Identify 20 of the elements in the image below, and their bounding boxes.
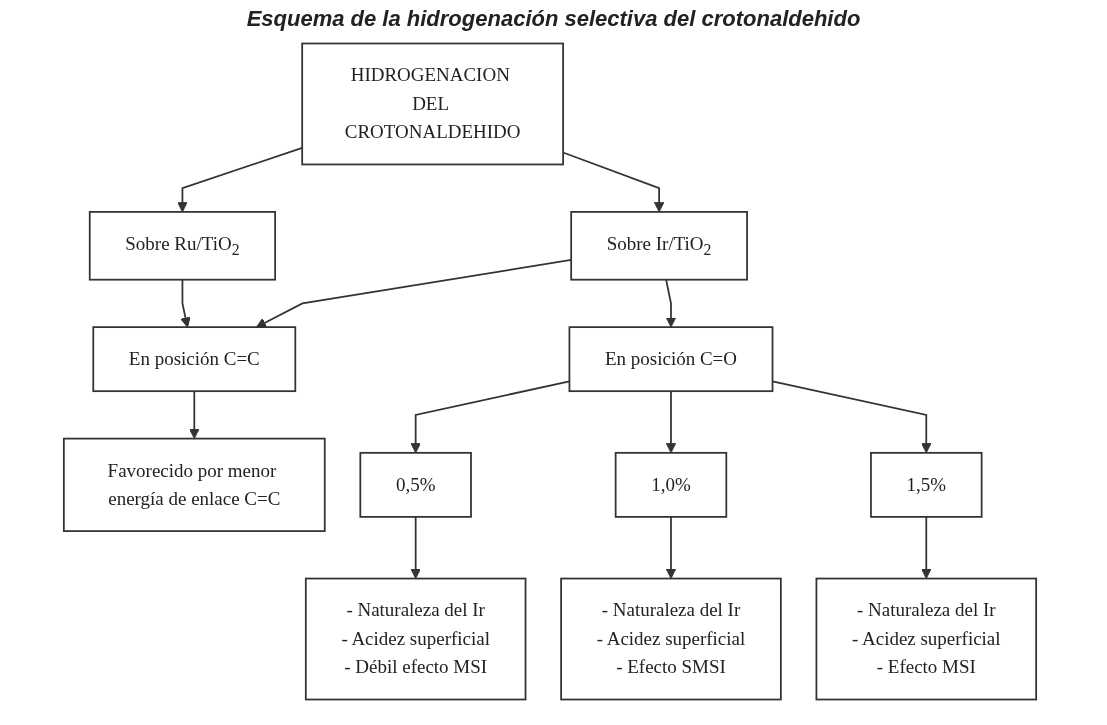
node-box: 1,5% — [870, 451, 983, 518]
node-box: - Naturaleza del Ir - Acidez superficial - Efecto SMSI — [560, 577, 782, 701]
node-box: En posición C=O — [568, 326, 774, 393]
node-box: HIDROGENACION DEL CROTONALDEHIDO — [301, 42, 564, 166]
arrow — [410, 516, 421, 579]
node-box: Sobre Ru/TiO$_{2}$ — [88, 211, 277, 281]
node-box: Sobre Ir/TiO$_{2}$ — [570, 211, 748, 281]
diagram-title: Esquema de la hidrogenación selectiva del crotonaldehido — [245, 6, 862, 32]
arrow — [665, 516, 677, 579]
node-box: 1,0% — [614, 451, 728, 518]
node-box: - Naturaleza del Ir - Acidez superficial - Débil efecto MSI — [304, 577, 527, 701]
node-box: Favorecido por menor energía de enlace C=C — [62, 437, 326, 532]
node-box: - Naturaleza del Ir - Acidez superficial - Efecto MSI — [815, 577, 1038, 701]
arrow — [180, 278, 191, 328]
arrow — [189, 390, 200, 440]
arrow — [665, 390, 677, 454]
node-box: 0,5% — [359, 451, 472, 518]
arrow — [665, 278, 677, 328]
arrow — [921, 516, 932, 579]
node-box: En posición C=C — [92, 326, 297, 393]
